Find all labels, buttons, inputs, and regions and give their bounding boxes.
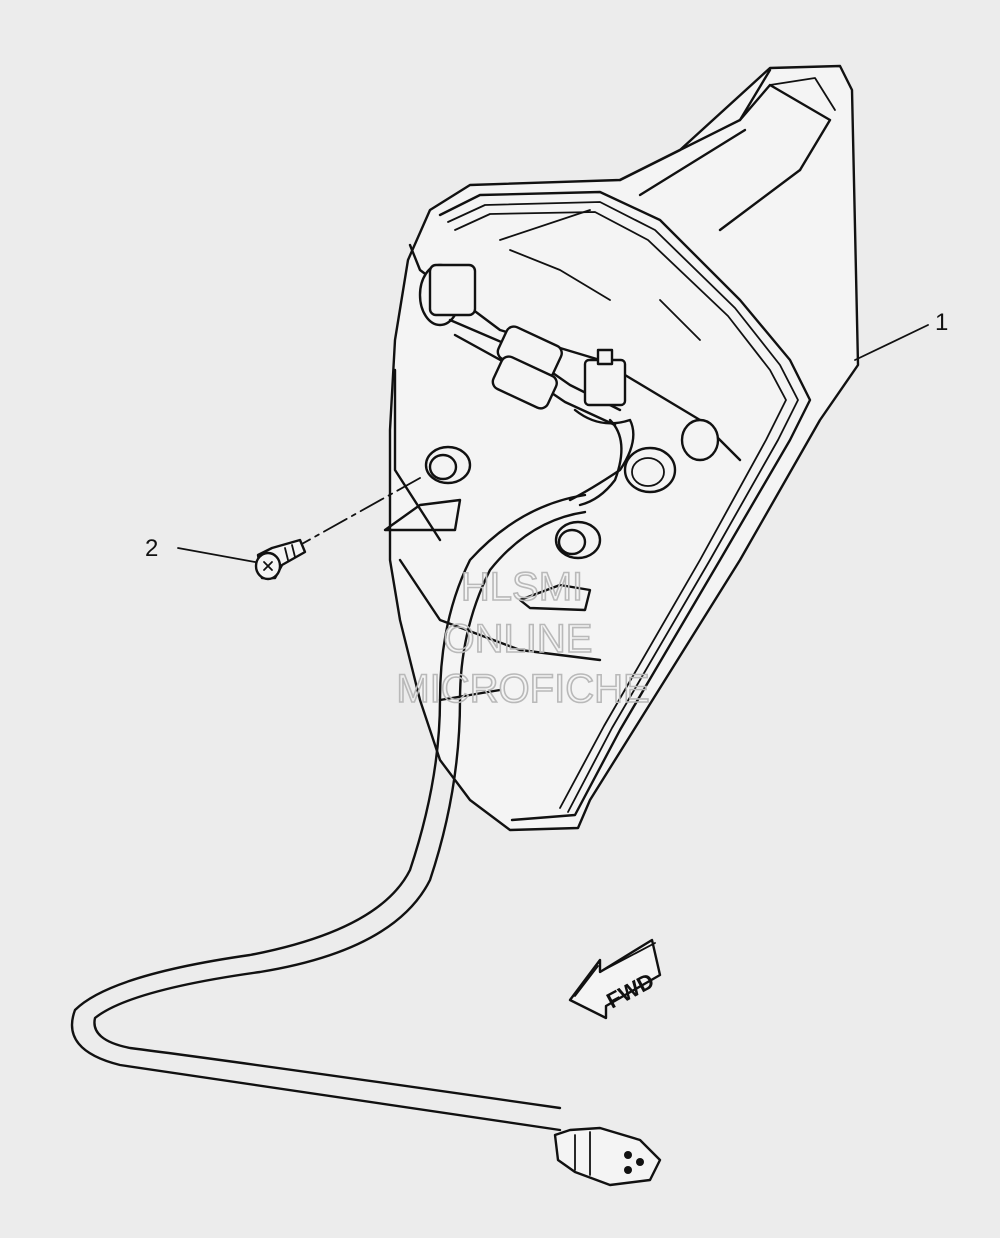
callout-2: 2 xyxy=(145,535,256,563)
watermark-line-3: MICROFICHE xyxy=(396,667,649,711)
wire-clip xyxy=(583,358,627,407)
watermark: HLSMI ONLINE MICROFICHE xyxy=(396,564,651,712)
watermark-line-1: HLSMI xyxy=(461,565,583,609)
tail-light-housing xyxy=(299,64,860,832)
callout-1-label: 1 xyxy=(935,309,948,336)
watermark-line-2: ONLINE xyxy=(444,617,593,661)
callout-2-label: 2 xyxy=(145,535,158,562)
wire-harness xyxy=(70,493,662,1187)
screw xyxy=(254,538,307,581)
callout-1: 1 xyxy=(854,309,948,361)
bulb-socket xyxy=(623,446,677,494)
harness-connector xyxy=(553,1126,662,1187)
fwd-arrow-badge: FWD xyxy=(568,938,662,1020)
